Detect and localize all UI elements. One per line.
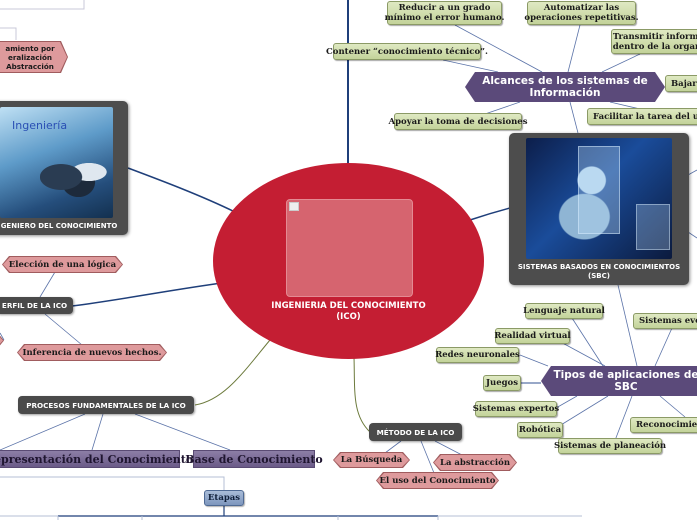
central-title-line1: INGENIERIA DEL CONOCIMIENTO bbox=[271, 301, 426, 311]
node-juegos[interactable]: Juegos bbox=[483, 375, 521, 391]
node-facilitar-tarea[interactable]: Facilitar la tarea del usuar bbox=[587, 108, 697, 125]
node-line: Abstracción bbox=[6, 61, 54, 71]
node-uso-conocimiento[interactable]: El uso del Conocimiento bbox=[377, 473, 498, 488]
node-metodo-ico[interactable]: MÉTODO DE LA ICO bbox=[369, 423, 462, 441]
node-inferencia-hechos[interactable]: Inferencia de nuevos hechos. bbox=[18, 345, 166, 360]
node-line: operaciones repetitivas. bbox=[524, 13, 639, 23]
node-razonamiento-generalizacion[interactable]: amiento por eralización Abstracción bbox=[0, 42, 67, 72]
node-label: Lenguaje natural bbox=[523, 306, 605, 316]
node-reducir-error[interactable]: Reducir a un grado mínimo el error human… bbox=[384, 1, 505, 25]
caption-line: SISTEMAS BASADOS EN CONOCIMIENTOS bbox=[517, 263, 681, 271]
node-label: Robótica bbox=[518, 425, 562, 435]
node-sistemas-planeacion[interactable]: Sistemas de planeación bbox=[554, 438, 666, 454]
node-label: Apoyar la toma de decisiones bbox=[388, 116, 528, 127]
node-line: Alcances de los sistemas de bbox=[482, 75, 648, 87]
ingeniero-image: Ingeniería bbox=[0, 107, 113, 218]
central-topic[interactable]: INGENIERIA DEL CONOCIMIENTO (ICO) bbox=[213, 163, 484, 359]
node-reconocimiento[interactable]: Reconocimiento bbox=[630, 417, 697, 433]
node-line: Reducir a un grado bbox=[398, 3, 491, 13]
ingeniero-caption: GENIERO DEL CONOCIMIENTO bbox=[0, 222, 118, 230]
central-title: INGENIERIA DEL CONOCIMIENTO (ICO) bbox=[213, 301, 484, 323]
node-label: Sistemas de planeación bbox=[553, 441, 667, 451]
node-line: mínimo el error humano. bbox=[384, 13, 505, 23]
node-label: Bajar c bbox=[671, 78, 697, 89]
node-label: ERFIL DE LA ICO bbox=[1, 301, 68, 310]
screen-panel bbox=[578, 146, 620, 234]
people-silhouettes bbox=[40, 147, 110, 197]
node-etapas[interactable]: Etapas bbox=[204, 490, 244, 506]
node-la-abstraccion[interactable]: La abstracción bbox=[434, 455, 516, 470]
broken-image-icon bbox=[289, 202, 299, 211]
node-label: La Búsqueda bbox=[340, 455, 403, 465]
node-line: SBC bbox=[614, 381, 638, 393]
node-bajar[interactable]: Bajar c bbox=[665, 75, 697, 92]
node-la-busqueda[interactable]: La Búsqueda bbox=[334, 453, 409, 467]
node-tipos-aplicaciones-sbc[interactable]: Tipos de aplicaciones de SBC bbox=[541, 366, 697, 396]
node-base-conocimiento[interactable]: Base de Conocimiento bbox=[185, 450, 323, 468]
screen-panel bbox=[636, 204, 670, 250]
node-realidad-virtual[interactable]: Realidad virtual bbox=[494, 328, 571, 344]
node-label: MÉTODO DE LA ICO bbox=[376, 427, 455, 437]
node-procesos-fundamentales[interactable]: PROCESOS FUNDAMENTALES DE LA ICO bbox=[18, 396, 194, 414]
central-title-line2: (ICO) bbox=[336, 312, 361, 322]
node-line: Transmitir informac bbox=[612, 31, 697, 42]
node-alcances-sistemas[interactable]: Alcances de los sistemas de Información bbox=[465, 72, 665, 102]
node-line: Tipos de aplicaciones de bbox=[553, 369, 697, 381]
node-label: Representación del Conocimiento bbox=[0, 452, 194, 466]
node-line: Información bbox=[529, 87, 601, 99]
node-sistemas-evolutivos[interactable]: Sistemas evolu bbox=[633, 313, 697, 329]
node-lenguaje-natural[interactable]: Lenguaje natural bbox=[523, 303, 605, 319]
node-label: Elección de una lógica bbox=[8, 259, 117, 270]
node-label: Contener “conocimiento técnico”. bbox=[326, 46, 488, 57]
central-image-placeholder bbox=[286, 199, 413, 297]
node-transmitir-informacion[interactable]: Transmitir informac dentro de la organiz bbox=[611, 29, 697, 54]
node-line: amiento por bbox=[5, 43, 55, 53]
node-label: Reconocimiento bbox=[636, 420, 697, 430]
node-label: El uso del Conocimiento bbox=[379, 475, 496, 486]
sbc-caption: SISTEMAS BASADOS EN CONOCIMIENTOS (SBC) bbox=[509, 263, 689, 281]
node-label: Realidad virtual bbox=[494, 331, 571, 341]
node-clipped-left[interactable] bbox=[0, 333, 3, 348]
node-line: eralización bbox=[7, 52, 52, 62]
node-representacion-conocimiento[interactable]: Representación del Conocimiento bbox=[0, 450, 193, 468]
node-eleccion-logica[interactable]: Elección de una lógica bbox=[3, 257, 122, 272]
node-automatizar-operaciones[interactable]: Automatizar las operaciones repetitivas. bbox=[524, 1, 639, 25]
node-label: Facilitar la tarea del usuar bbox=[593, 111, 697, 122]
node-label: Inferencia de nuevos hechos. bbox=[22, 347, 162, 358]
image-label: Ingeniería bbox=[12, 119, 68, 132]
node-label: La abstracción bbox=[439, 457, 511, 468]
sbc-robot-image bbox=[526, 138, 672, 259]
node-label: Base de Conocimiento bbox=[185, 452, 323, 466]
node-line: dentro de la organiz bbox=[612, 41, 697, 52]
sbc-card[interactable]: SISTEMAS BASADOS EN CONOCIMIENTOS (SBC) bbox=[509, 133, 689, 285]
node-perfil-ico[interactable]: ERFIL DE LA ICO bbox=[0, 297, 73, 314]
ingeniero-card[interactable]: Ingeniería GENIERO DEL CONOCIMIENTO bbox=[0, 101, 128, 235]
node-label: Juegos bbox=[486, 378, 519, 388]
node-label: Etapas bbox=[207, 493, 241, 503]
node-line: Automatizar las bbox=[543, 3, 620, 13]
node-label: Sistemas evolu bbox=[639, 316, 697, 326]
node-label: Redes neuronales bbox=[435, 350, 520, 360]
node-redes-neuronales[interactable]: Redes neuronales bbox=[435, 347, 520, 363]
node-label: PROCESOS FUNDAMENTALES DE LA ICO bbox=[26, 400, 186, 410]
node-contener-conocimiento[interactable]: Contener “conocimiento técnico”. bbox=[326, 43, 488, 60]
node-apoyar-decisiones[interactable]: Apoyar la toma de decisiones bbox=[389, 113, 527, 130]
node-robotica[interactable]: Robótica bbox=[517, 422, 563, 438]
caption-line: (SBC) bbox=[588, 272, 610, 280]
node-sistemas-expertos[interactable]: Sistemas expertos bbox=[472, 401, 560, 417]
node-label: Sistemas expertos bbox=[472, 404, 560, 414]
